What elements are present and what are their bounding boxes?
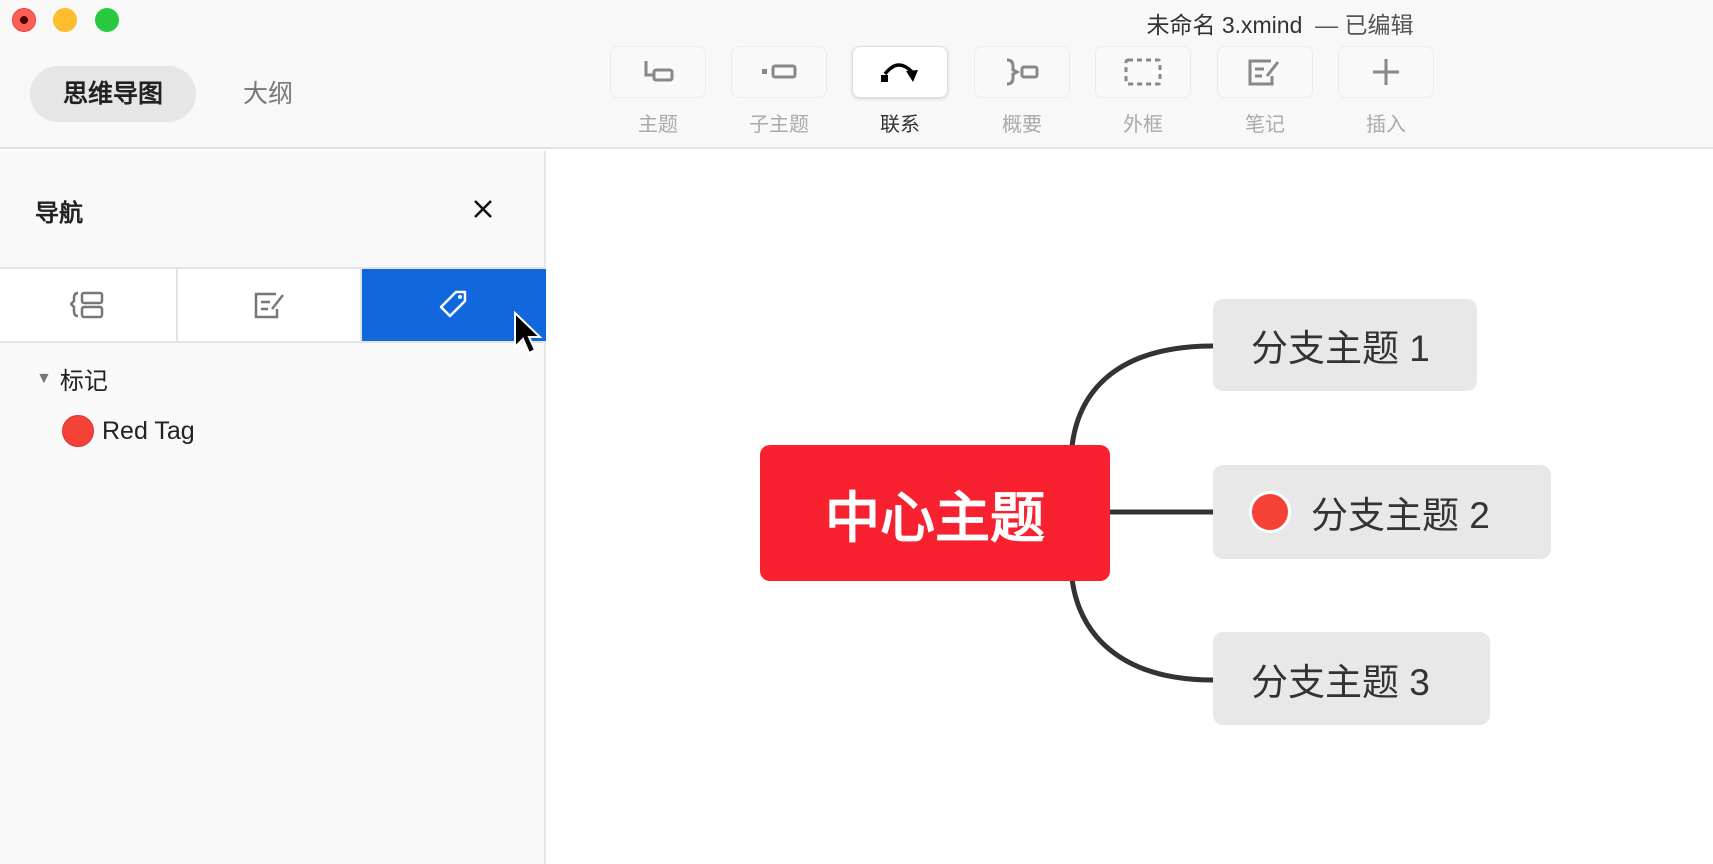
branch-topic-2-label: 分支主题 2: [1311, 495, 1490, 536]
maximize-window-button[interactable]: [95, 8, 119, 32]
tab-outline-view[interactable]: [0, 269, 178, 341]
tab-notes[interactable]: [178, 269, 362, 341]
subtopic-icon: [762, 64, 797, 79]
window-title: 未命名 3.xmind — 已编辑: [1146, 12, 1414, 38]
panel-tabs: [0, 267, 546, 343]
summary-label: 概要: [1002, 114, 1042, 136]
topic-button[interactable]: [610, 46, 706, 98]
subtopic-button[interactable]: [731, 46, 827, 98]
structure-icon: [70, 291, 104, 319]
boundary-label: 外框: [1123, 114, 1163, 136]
subtopic-label: 子主题: [749, 114, 809, 136]
minimize-window-button[interactable]: [53, 8, 77, 32]
topic-label: 主题: [638, 114, 678, 136]
tag-icon: [439, 290, 467, 318]
tab-mindmap[interactable]: 思维导图: [30, 66, 197, 122]
insert-label: 插入: [1366, 114, 1406, 136]
navigation-panel: 导航 ▼ 标记 Red Tag: [0, 151, 546, 864]
branch-topic-1[interactable]: 分支主题 1: [1213, 299, 1477, 391]
boundary-button[interactable]: [1095, 46, 1191, 98]
connector-lines: [1068, 343, 1214, 683]
branch-topic-3[interactable]: 分支主题 3: [1213, 632, 1490, 725]
red-tag-marker-icon[interactable]: [1249, 491, 1291, 533]
close-window-button[interactable]: [12, 8, 36, 32]
central-topic[interactable]: 中心主题: [760, 445, 1110, 581]
toolbar-header: 未命名 3.xmind — 已编辑 思维导图 大纲 主题 子主题 联系 概要 外…: [0, 0, 1713, 149]
close-icon[interactable]: [472, 198, 494, 220]
mouse-cursor-icon: [514, 311, 543, 355]
relationship-icon: [881, 63, 918, 82]
boundary-icon: [1124, 58, 1162, 86]
insert-button[interactable]: [1338, 46, 1434, 98]
note-button[interactable]: [1217, 46, 1313, 98]
relationship-label: 联系: [880, 114, 920, 136]
expand-triangle-icon: ▼: [36, 369, 52, 387]
tag-label: Red Tag: [102, 416, 195, 445]
topic-icon: [644, 61, 674, 82]
markers-section[interactable]: ▼ 标记: [36, 361, 108, 396]
section-label: 标记: [59, 368, 108, 395]
note-label: 笔记: [1245, 114, 1285, 136]
note-icon: [254, 292, 284, 319]
summary-button[interactable]: [974, 46, 1070, 98]
tag-item[interactable]: Red Tag: [62, 415, 195, 447]
summary-icon: [1006, 58, 1039, 86]
red-tag-icon: [62, 415, 94, 447]
relationship-button[interactable]: [852, 46, 948, 98]
panel-title: 导航: [35, 200, 83, 227]
mindmap-canvas[interactable]: 中心主题 分支主题 1 分支主题 2 分支主题 3: [548, 151, 1713, 864]
note-icon: [1248, 59, 1280, 86]
plus-icon: [1373, 59, 1399, 85]
branch-topic-2[interactable]: 分支主题 2: [1213, 465, 1551, 559]
tab-outline[interactable]: 大纲: [243, 80, 294, 108]
